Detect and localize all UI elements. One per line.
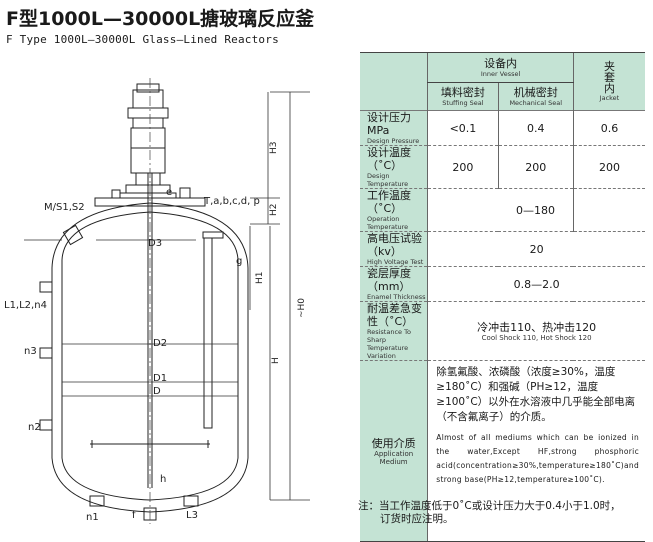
page-subtitle: F Type 1000L—30000L Glass—Lined Reactors — [6, 33, 279, 46]
label-m-s1-s2: M/S1,S2 — [44, 202, 85, 213]
dim-d1: D1 — [153, 373, 167, 384]
dim-h1: H1 — [255, 272, 265, 285]
label-n2: n2 — [28, 422, 41, 433]
label-l1-l2-n4: L1,L2,n4 — [4, 300, 47, 311]
row-application-medium: 使用介质 Application Medium 除氢氟酸、浓磷酸（浓度≥30%，… — [360, 360, 645, 542]
label-e: e — [166, 187, 172, 198]
stuffing-seal-header: 填料密封 Stuffing Seal — [427, 82, 499, 111]
jacket-header: 夹 套 内 Jacket — [572, 52, 645, 111]
row-hv-test: 高电压试验（kv）High Voltage Test 20 — [360, 231, 645, 267]
label-l3: L3 — [186, 510, 198, 521]
spec-table: 设备内 Inner Vessel 夹 套 内 Jacket 填料密封 Stuff… — [360, 52, 645, 542]
footnote: 注：当工作温度低于0˚C或设计压力大于0.4小于1.0时， 订货时应注明。 — [358, 500, 621, 525]
dim-h3: H3 — [269, 142, 279, 155]
inner-vessel-header: 设备内 Inner Vessel — [427, 52, 574, 83]
label-t-nozzles: T,a,b,c,d, p — [203, 196, 260, 207]
jacket-head — [51, 202, 249, 269]
nozzle-g — [202, 231, 224, 239]
label-f: f — [132, 510, 136, 521]
dim-h-small: h — [160, 474, 166, 485]
reducer — [127, 107, 169, 119]
mechanical-seal-header: 机械密封 Mechanical Seal — [497, 82, 574, 111]
motor-body — [132, 89, 164, 109]
row-enamel-thickness: 瓷层厚度（mm）Enamel Thickness 0.8—2.0 — [360, 266, 645, 302]
label-n1: n1 — [86, 512, 99, 523]
reactor-drawing: H3 H2 H1 ~H0 H h e g T,a,b,c,d, p M/S1,S… — [4, 78, 310, 524]
dim-d: D — [153, 386, 161, 397]
dim-d3: D3 — [148, 238, 162, 249]
row-temp-variation: 耐温差急变性（˚C） Resistance To Sharp Temperatu… — [360, 301, 645, 361]
row-operation-temperature: 工作温度（˚C）Operation Temperature 0—180 — [360, 188, 645, 232]
label-g: g — [236, 256, 242, 267]
dim-h2: H2 — [269, 204, 279, 217]
row-design-temperature: 设计温度（˚C）Design Temperature 200 200 200 — [360, 145, 645, 189]
bracket — [130, 127, 166, 174]
dim-h0: ~H0 — [297, 298, 307, 318]
label-n3: n3 — [24, 346, 37, 357]
page-title: F型1000L—30000L搪玻璃反应釜 — [6, 8, 315, 30]
dim-d2: D2 — [153, 338, 167, 349]
dim-h: H — [271, 357, 281, 364]
